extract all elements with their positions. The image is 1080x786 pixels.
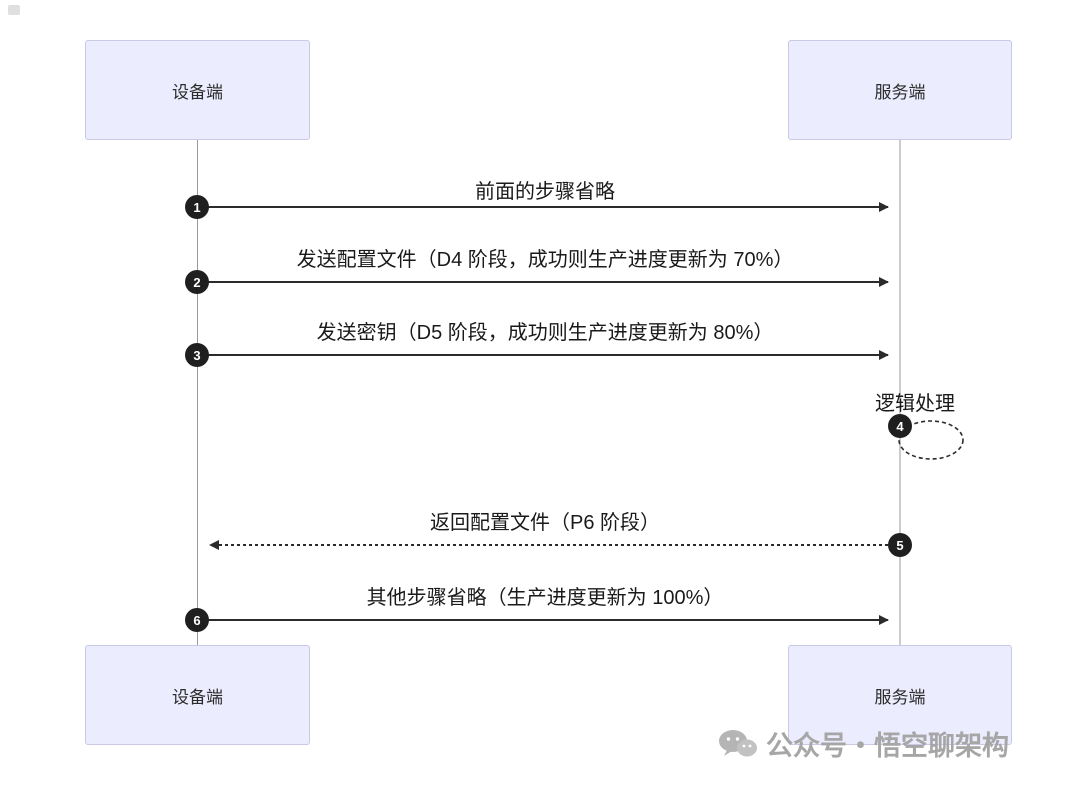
watermark: 公众号・悟空聊架构	[718, 724, 1009, 763]
message-4-self-loop	[898, 420, 964, 460]
actor-label-server-bottom: 服务端	[874, 687, 926, 707]
actor-label-server-top: 服务端	[874, 82, 926, 102]
watermark-text: 公众号・悟空聊架构	[766, 731, 1009, 761]
message-3-label: 发送密钥（D5 阶段，成功则生产进度更新为 80%）	[316, 322, 774, 344]
message-1-number-badge: 1	[185, 195, 209, 219]
message-3-number-badge: 3	[185, 343, 209, 367]
actor-label-device-bottom: 设备端	[172, 687, 223, 707]
message-1-label: 前面的步骤省略	[475, 181, 615, 203]
message-6-number-badge: 6	[185, 608, 209, 632]
message-2-label: 发送配置文件（D4 阶段，成功则生产进度更新为 70%）	[296, 249, 794, 271]
actor-box-server-top: 服务端	[788, 40, 1012, 140]
message-5-number-badge: 5	[888, 533, 912, 557]
message-6-label: 其他步骤省略（生产进度更新为 100%）	[366, 587, 724, 609]
wechat-icon	[718, 727, 758, 761]
message-5-label: 返回配置文件（P6 阶段）	[429, 512, 661, 534]
corner-artifact	[8, 5, 20, 15]
actor-box-device-top: 设备端	[85, 40, 310, 140]
actor-label-device-top: 设备端	[172, 82, 223, 102]
message-4-label: 逻辑处理	[875, 393, 955, 415]
message-2-number-badge: 2	[185, 270, 209, 294]
message-4-number-badge: 4	[888, 414, 912, 438]
actor-box-server-bottom: 服务端	[788, 645, 1012, 745]
actor-box-device-bottom: 设备端	[85, 645, 310, 745]
